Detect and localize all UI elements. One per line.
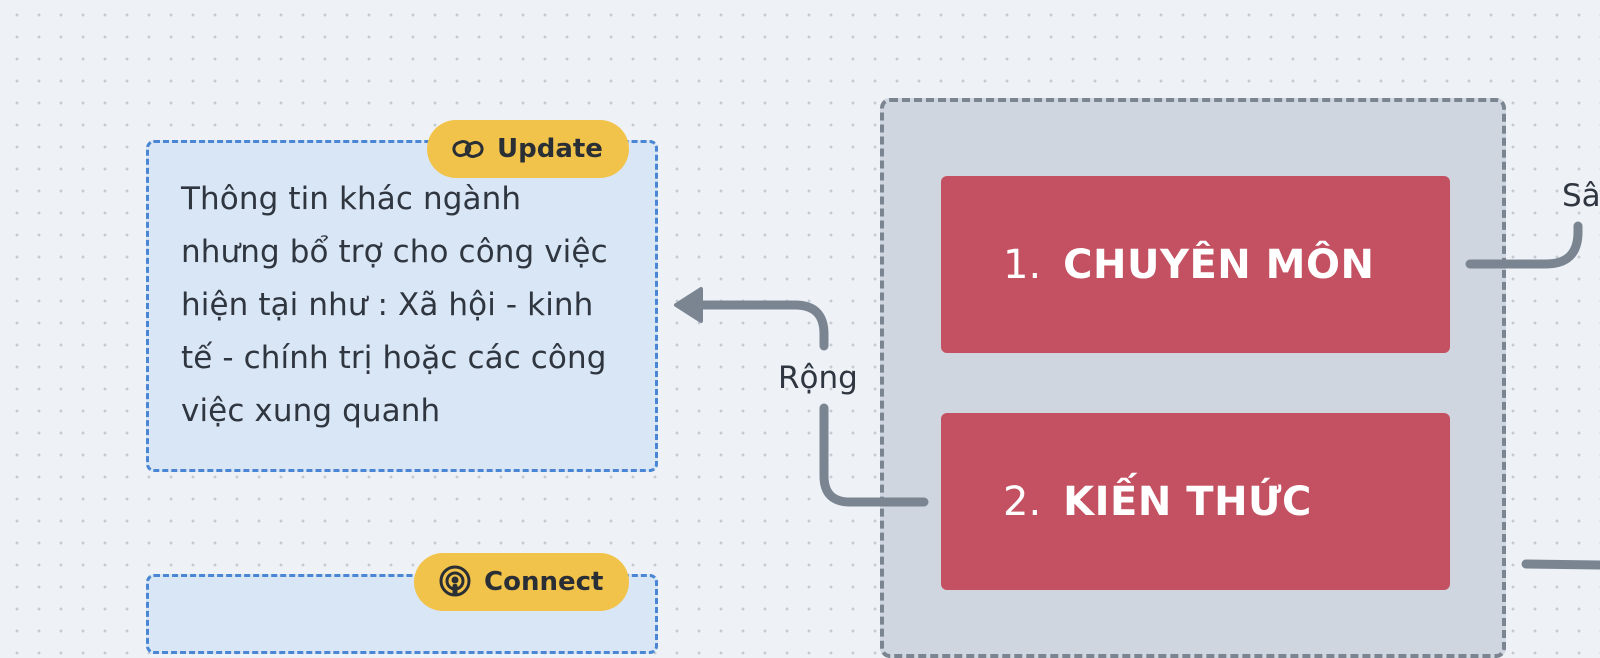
- connector-lines: [674, 221, 1600, 570]
- update-badge-label: Update: [497, 134, 603, 164]
- edge-label-sau: Sâ: [1562, 178, 1600, 214]
- topic-title: CHUYÊN MÔN: [1063, 241, 1375, 288]
- update-badge[interactable]: Update: [427, 120, 629, 178]
- connector-rong-upper: [695, 300, 829, 351]
- connector-right-lower: [1521, 559, 1600, 570]
- link-icon: [451, 132, 485, 166]
- arrowhead-left: [674, 287, 703, 323]
- connect-badge[interactable]: Connect: [414, 553, 630, 611]
- topic-number: 2.: [1003, 478, 1042, 525]
- connector-rong: [819, 403, 929, 507]
- topic-number: 1.: [1003, 241, 1042, 288]
- connector-sau: [1465, 221, 1583, 269]
- topic-block-chuyen-mon[interactable]: 1. CHUYÊN MÔN: [941, 176, 1450, 353]
- podcast-icon: [438, 565, 472, 599]
- edge-label-rong: Rộng: [778, 360, 858, 396]
- connect-badge-label: Connect: [484, 567, 604, 597]
- update-note-text: Thông tin khác ngành nhưng bổ trợ cho cô…: [181, 181, 608, 429]
- topic-title: KIẾN THỨC: [1063, 478, 1312, 525]
- topic-block-kien-thuc[interactable]: 2. KIẾN THỨC: [941, 413, 1450, 590]
- update-note[interactable]: Thông tin khác ngành nhưng bổ trợ cho cô…: [146, 140, 658, 472]
